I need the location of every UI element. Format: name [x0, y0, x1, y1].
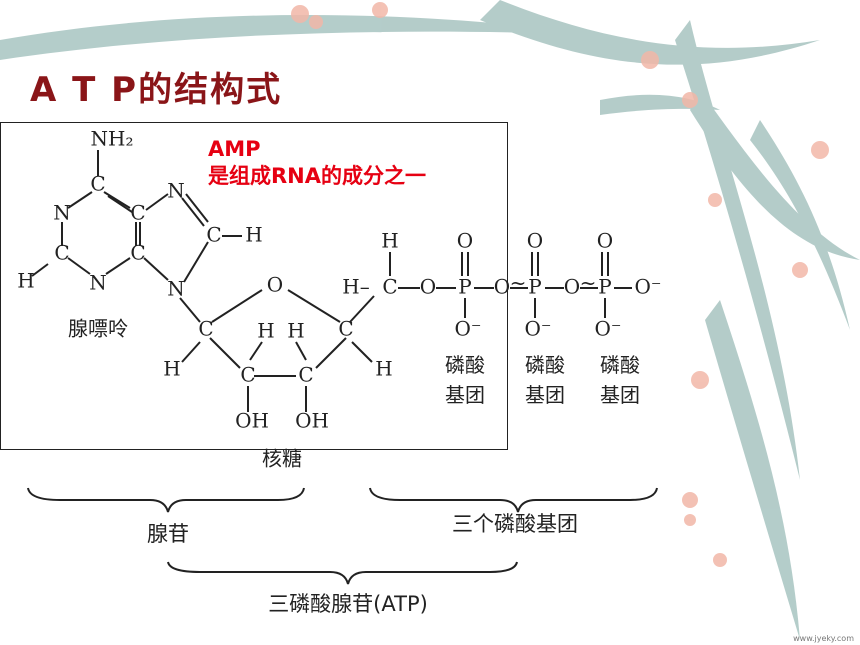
leaf-stroke [480, 0, 820, 65]
blossom-dot [792, 262, 808, 278]
blossom-dot [684, 514, 696, 526]
label-adenine: 腺嘌呤 [68, 317, 128, 341]
blossom-dot [641, 51, 659, 69]
atom-oh: OH [295, 409, 329, 433]
atom-h: H [245, 223, 262, 247]
leaf-stroke [0, 15, 600, 60]
atom-c: C [130, 241, 145, 265]
blossom-dot [682, 492, 698, 508]
atom-h: H [287, 319, 304, 343]
atom-h: H [163, 357, 180, 381]
atom-o: O [564, 275, 580, 299]
atom-n: N [53, 201, 71, 225]
blossom-dot [372, 2, 388, 18]
atom-n: N [167, 277, 185, 301]
brace-lines [27, 487, 658, 585]
atom-p: P [458, 275, 471, 299]
atom-c: C [90, 172, 105, 196]
atom-o: O [457, 229, 473, 253]
amp-note: AMP 是组成RNA的成分之一 [208, 136, 426, 190]
atom-p: P [528, 275, 541, 299]
blossom-dot [811, 141, 829, 159]
atom-c: C [206, 223, 221, 247]
label-three-phosphates: 三个磷酸基团 [452, 512, 578, 536]
atom-oh: OH [235, 409, 269, 433]
blossom-dot [691, 371, 709, 389]
brace-adenosine [27, 487, 305, 513]
blossom-dot [682, 92, 698, 108]
amp-note-line1: AMP [208, 137, 261, 161]
atom-o: O [494, 275, 510, 299]
atom-h: H [375, 357, 392, 381]
label-phosphate-2: 磷酸基团 [525, 353, 565, 407]
atom-c: C [54, 241, 69, 265]
atom-c: C [338, 317, 353, 341]
brace-atp [167, 561, 518, 585]
atom-p: P [598, 275, 611, 299]
atom-tilde: ~ [510, 271, 527, 295]
blossom-dot [291, 5, 309, 23]
atom-c: C [130, 201, 145, 225]
atom-o-minus: O⁻ [525, 317, 552, 341]
slide-title: A T P的结构式 [30, 70, 283, 110]
leaf-stroke [750, 120, 850, 330]
amp-note-line2: 是组成RNA的成分之一 [208, 164, 426, 188]
atom-n: N [167, 179, 185, 203]
bond-lines [31, 150, 632, 412]
atom-o: O [597, 229, 613, 253]
brace-phosphates [369, 487, 658, 513]
label-atp: 三磷酸腺苷(ATP) [268, 592, 428, 616]
blossom-dot [708, 193, 722, 207]
label-phosphate-1: 磷酸基团 [445, 353, 485, 407]
atom-o-ring: O [267, 273, 283, 297]
blossom-dot [713, 553, 727, 567]
atom-o: O [527, 229, 543, 253]
atom-o-minus: O⁻ [595, 317, 622, 341]
atom-o-minus: O⁻ [635, 275, 662, 299]
diagram-panel [0, 120, 680, 645]
atom-c5: C [382, 275, 397, 299]
atom-c: C [298, 363, 313, 387]
atom-o: O [420, 275, 436, 299]
atom-n: N [89, 271, 107, 295]
amp-highlight-box [0, 122, 508, 450]
atom-h: H [381, 229, 398, 253]
atom-c: C [240, 363, 255, 387]
atom-nh2: NH₂ [91, 127, 134, 151]
label-ribose: 核糖 [262, 447, 302, 471]
leaf-stroke [705, 300, 800, 640]
atom-h: H [17, 269, 34, 293]
blossom-dot [309, 15, 323, 29]
watermark: www.jyeky.com [793, 634, 854, 643]
atom-c: C [198, 317, 213, 341]
label-phosphate-3: 磷酸基团 [600, 353, 640, 407]
atom-h: H [257, 319, 274, 343]
atom-h-left: H– [342, 275, 369, 299]
label-adenosine: 腺苷 [147, 522, 189, 546]
atom-tilde: ~ [580, 271, 597, 295]
atom-o-minus: O⁻ [455, 317, 482, 341]
